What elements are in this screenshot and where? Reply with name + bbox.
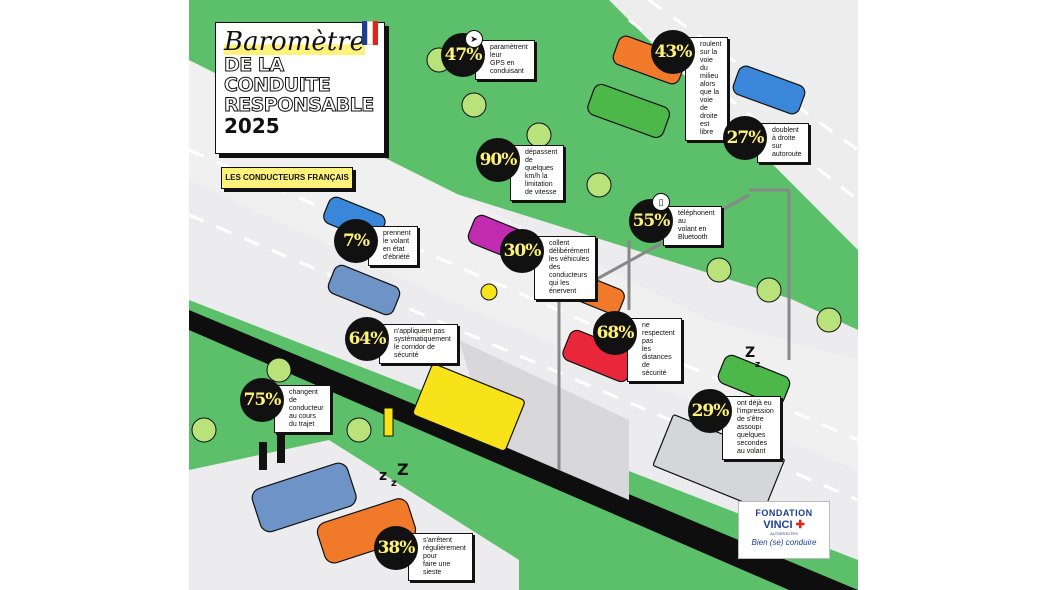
- logo-line-3: Bien (se) conduire: [751, 538, 817, 547]
- stat-value: 29%: [688, 389, 732, 433]
- title-card: Baromètre DE LA CONDUITE RESPONSABLE 202…: [215, 21, 385, 154]
- logo-vinci: VINCI: [763, 519, 793, 531]
- highway-illustration: [189, 0, 858, 590]
- title-line-3: RESPONSABLE: [224, 94, 375, 116]
- stat-text: ont déjà eu l'impression de s'être assou…: [722, 396, 781, 460]
- stat-value: 90%: [476, 138, 520, 182]
- logo-line-1: FONDATION: [755, 508, 813, 518]
- french-flag-icon: [362, 21, 379, 45]
- navigation-arrow-icon: ➤: [465, 30, 483, 48]
- title-year: 2025: [224, 114, 280, 138]
- fondation-vinci-logo: FONDATION VINCI ✚ AUTOROUTES Bien (se) c…: [738, 501, 830, 559]
- stat-text: n'appliquent pas systématiquement le cor…: [379, 324, 458, 364]
- vinci-cross-icon: ✚: [795, 519, 805, 531]
- stat-text: collent délibérément les véhicules des c…: [534, 236, 597, 300]
- stat-value: 43%: [651, 30, 695, 74]
- title-line-2: CONDUITE: [224, 74, 332, 96]
- stat-value: 64%: [345, 317, 389, 361]
- stat-text: téléphonent au volant en Bluetooth: [663, 206, 722, 246]
- stat-value: 55%: [629, 199, 673, 243]
- stat-text: paramètrent leur GPS en conduisant: [475, 40, 535, 80]
- stat-value: 7%: [334, 219, 378, 263]
- logo-autoroutes: AUTOROUTES: [770, 531, 798, 536]
- stat-value: 68%: [593, 311, 637, 355]
- stat-value: 75%: [240, 378, 284, 422]
- stat-value: 27%: [723, 116, 767, 160]
- stat-value: 38%: [374, 526, 418, 570]
- stat-value: 30%: [500, 229, 544, 273]
- sleep-zz-icon: z: [391, 478, 397, 489]
- logo-line-2: VINCI ✚: [743, 518, 825, 531]
- subtitle-tag: LES CONDUCTEURS FRANÇAIS: [221, 167, 353, 189]
- title-line-1: DE LA: [224, 54, 285, 76]
- stat-text: s'arrêtent régulièrement pour faire une …: [408, 533, 473, 581]
- sleep-zz-icon: Z: [745, 345, 756, 361]
- illustration-scene: Baromètre DE LA CONDUITE RESPONSABLE 202…: [189, 0, 858, 590]
- sleep-zz-icon: z: [755, 360, 761, 370]
- sleep-zz-icon: Z: [397, 460, 409, 479]
- phone-icon: ▯: [652, 193, 670, 211]
- title-script: Baromètre: [224, 27, 365, 57]
- stat-value: 47%: [441, 33, 485, 77]
- sleep-zz-icon: z: [379, 468, 388, 484]
